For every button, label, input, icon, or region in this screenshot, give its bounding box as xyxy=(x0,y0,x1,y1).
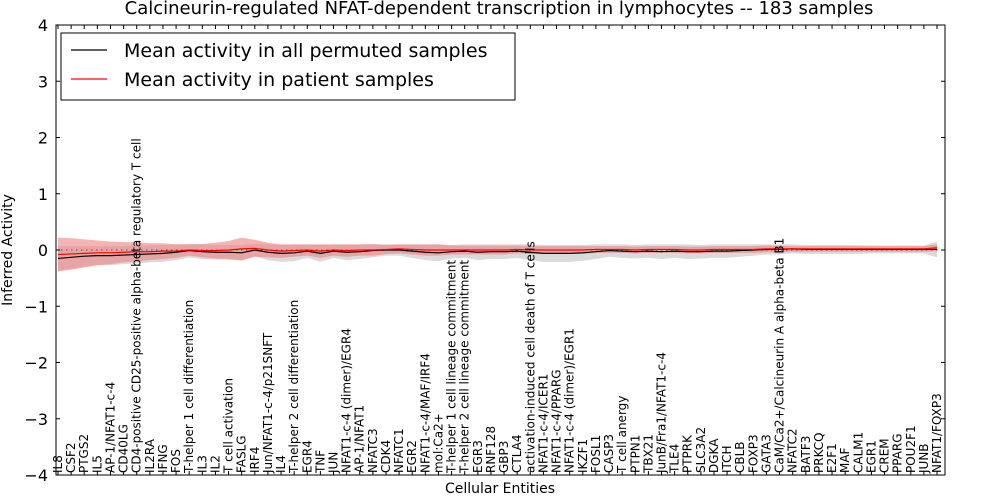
x-tick-label: IRF4 xyxy=(248,447,262,473)
x-tick-label: IFNG xyxy=(156,444,170,473)
legend-frame xyxy=(60,32,516,101)
x-tick-label: activation-induced cell death of T cells xyxy=(523,241,537,473)
x-tick-label: T cell activation xyxy=(222,378,236,474)
x-tick-label: CD40LG xyxy=(117,424,131,473)
y-tick-label: −2 xyxy=(24,354,48,373)
x-tick-label: BATF3 xyxy=(799,436,813,473)
x-tick-label: T-helper 2 cell lineage commitment xyxy=(458,260,472,474)
x-tick-label: EGR1 xyxy=(864,440,878,473)
x-tick-label: Jun/NFAT1-c-4/p21SNFT xyxy=(261,332,275,474)
x-tick-label: AP-1/NFAT1 xyxy=(353,405,367,473)
y-tick-label: 0 xyxy=(38,241,48,260)
confidence-bands xyxy=(58,237,937,272)
x-tick-label: T-helper 1 cell differentiation xyxy=(182,300,196,474)
x-tick-label: CREM xyxy=(878,438,892,473)
x-tick-label: CASP3 xyxy=(602,434,616,473)
x-tick-label: IL4 xyxy=(274,455,288,473)
x-tick-label: NFATC3 xyxy=(366,428,380,473)
x-tick-label: EGR4 xyxy=(300,440,314,473)
x-tick-label: POU2F1 xyxy=(904,425,918,473)
x-tick-label: DGKA xyxy=(707,438,721,473)
x-tick-label: FOXP3 xyxy=(746,434,760,473)
x-tick-label: ITCH xyxy=(720,445,734,473)
y-tick-label: 3 xyxy=(38,72,48,91)
x-tick-label: IL3 xyxy=(195,455,209,473)
x-tick-label: IL2 xyxy=(208,455,222,473)
y-tick-label: 1 xyxy=(38,185,48,204)
legend-label-permuted: Mean activity in all permuted samples xyxy=(124,40,487,62)
series-band-1 xyxy=(58,237,937,272)
x-tick-label: EGR3 xyxy=(471,440,485,473)
x-tick-label: T-helper 2 cell differentiation xyxy=(287,300,301,474)
chart-title: Calcineurin-regulated NFAT-dependent tra… xyxy=(125,0,874,19)
y-tick-label: −3 xyxy=(24,410,48,429)
x-tick-label: CaM/Ca2+/Calcineurin A alpha-beta B1 xyxy=(773,238,787,473)
x-tick-label: IL5 xyxy=(90,455,104,473)
x-tick-label: CDK4 xyxy=(379,440,393,473)
x-tick-label: mol:Ca2+ xyxy=(431,413,445,473)
x-tick-label: SLC3A2 xyxy=(694,427,708,473)
x-tick-label: CBLB xyxy=(733,441,747,473)
y-tick-label: −1 xyxy=(24,297,48,316)
x-tick-label: IL2RA xyxy=(143,438,157,473)
x-tick-label: IKZF1 xyxy=(576,439,590,473)
x-tick-label: NFAT1-c-4 (dimer)/EGR1 xyxy=(563,328,577,473)
y-tick-label: 2 xyxy=(38,129,48,148)
y-tick-label: −4 xyxy=(24,466,48,485)
x-tick-label: NFATC2 xyxy=(786,428,800,473)
x-tick-label: GBP3 xyxy=(497,441,511,473)
series-lines xyxy=(57,247,938,260)
legend-label-patient: Mean activity in patient samples xyxy=(124,69,434,91)
x-tick-label: TLE4 xyxy=(668,444,682,474)
x-tick-label: IL8 xyxy=(51,455,65,473)
x-tick-label: T-helper 1 cell lineage commitment xyxy=(445,260,459,474)
x-tick-label: CSF2 xyxy=(64,442,78,473)
x-tick-label: NFAT1-c-4/ICER1 xyxy=(536,374,550,473)
y-tick-label: 4 xyxy=(38,16,48,35)
x-tick-label: JUN xyxy=(327,452,341,474)
x-tick-label: JunB/Fra1/NFAT1-c-4 xyxy=(654,352,668,474)
x-tick-label: CTLA4 xyxy=(510,434,524,473)
x-tick-label: GATA3 xyxy=(759,434,773,473)
x-tick-label: TNF xyxy=(313,450,327,474)
x-tick-label: PTPRK xyxy=(681,434,695,473)
x-tick-label: NFAT1-c-4 (dimer)/EGR4 xyxy=(340,328,354,473)
x-tick-label: EGR2 xyxy=(405,440,419,473)
x-tick-label: T cell anergy xyxy=(615,396,629,474)
x-tick-label: PRKCQ xyxy=(812,432,826,473)
x-tick-label: AP-1/NFAT1-c-4 xyxy=(103,382,117,473)
x-tick-label: NFAT1-c-4/MAF/IRF4 xyxy=(418,353,432,473)
x-tick-label: E2F1 xyxy=(825,443,839,473)
legend: Mean activity in all permuted samples Me… xyxy=(60,32,516,101)
x-tick-label: NFATC1 xyxy=(392,428,406,473)
y-axis: 4 3 2 1 0 −1 −2 −3 −4 xyxy=(24,16,945,485)
x-tick-label: RNF128 xyxy=(484,426,498,473)
x-tick-label: FOSL1 xyxy=(589,435,603,473)
x-tick-label: PPARG xyxy=(891,433,905,473)
x-tick-label: MAF xyxy=(838,447,852,473)
x-tick-label: FASLG xyxy=(235,435,249,473)
series-line-1 xyxy=(57,247,938,256)
x-tick-label: JUNB xyxy=(917,443,931,474)
x-tick-label: CD4-positive CD25-positive alpha-beta re… xyxy=(130,138,144,473)
x-tick-label: CALM1 xyxy=(851,432,865,473)
x-tick-label: FOS xyxy=(169,449,183,473)
y-axis-label: Inferred Activity xyxy=(0,194,16,306)
x-tick-label: NFAT1-c-4/PPARG xyxy=(550,369,564,473)
x-tick-label: PTPN1 xyxy=(628,435,642,473)
x-tick-label: PTGS2 xyxy=(77,434,91,473)
x-tick-label: TBX21 xyxy=(641,434,655,474)
x-tick-label: NFAT1/FOXP3 xyxy=(930,393,944,473)
x-axis-label: Cellular Entities xyxy=(445,481,555,497)
